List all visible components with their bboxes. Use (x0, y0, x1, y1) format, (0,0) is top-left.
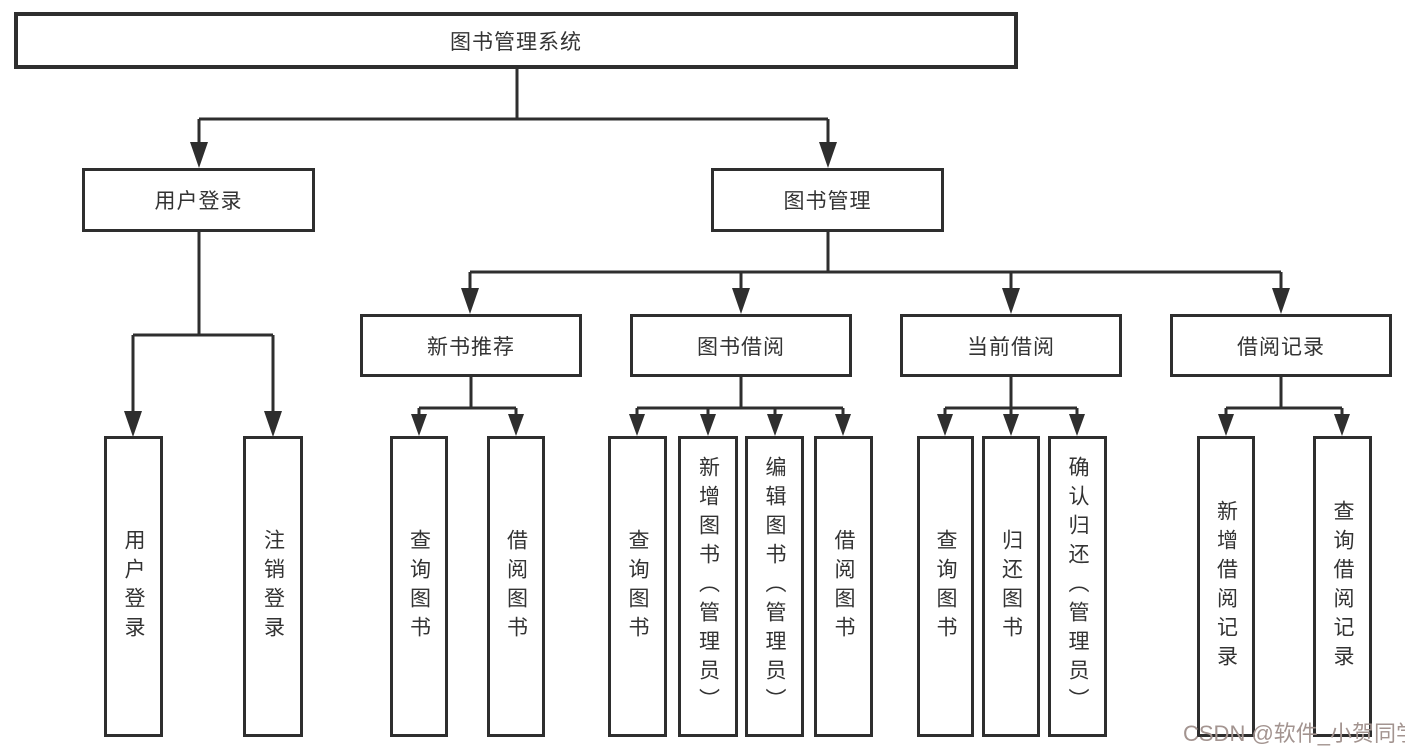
node-label: 确认归还（管理员） (1066, 456, 1089, 717)
node-label: 图书借阅 (697, 335, 785, 359)
leaf-return-books: 归还图书 (982, 436, 1040, 737)
node-book-management-branch: 图书管理 (711, 168, 944, 232)
node-label: 当前借阅 (967, 335, 1055, 359)
node-label: 新增借阅记录 (1214, 499, 1238, 674)
node-label: 查询图书 (626, 528, 649, 645)
leaf-user-login: 用户登录 (104, 436, 163, 737)
leaf-query-borrow-record: 查询借阅记录 (1313, 436, 1372, 737)
node-label: 图书管理 (783, 190, 872, 213)
leaf-recommend-query-books: 查询图书 (390, 436, 448, 737)
leaf-add-borrow-record: 新增借阅记录 (1197, 436, 1255, 737)
node-label: 新书推荐 (427, 335, 515, 359)
leaf-recommend-borrow-books: 借阅图书 (487, 436, 545, 737)
node-new-book-recommend: 新书推荐 (360, 314, 582, 377)
node-label: 编辑图书（管理员） (763, 456, 786, 717)
node-label: 借阅图书 (832, 528, 855, 645)
leaf-borrowing-query-books: 查询图书 (608, 436, 667, 737)
node-label: 查询图书 (934, 528, 957, 645)
arrowheads (124, 142, 1350, 437)
leaf-borrowing-borrow-books: 借阅图书 (814, 436, 873, 737)
node-user-login-branch: 用户登录 (82, 168, 315, 232)
leaf-current-query-books: 查询图书 (917, 436, 974, 737)
node-label: 借阅记录 (1237, 335, 1325, 359)
leaf-edit-books-admin: 编辑图书（管理员） (745, 436, 804, 737)
leaf-logout: 注销登录 (243, 436, 303, 737)
node-label: 查询图书 (407, 528, 431, 645)
leaf-add-books-admin: 新增图书（管理员） (678, 436, 738, 737)
connector-path (131, 68, 1344, 418)
node-label: 图书管理系统 (450, 30, 582, 54)
node-library-management-system: 图书管理系统 (14, 12, 1018, 69)
node-label: 用户登录 (122, 528, 145, 645)
node-borrowing-records: 借阅记录 (1170, 314, 1392, 377)
node-label: 新增图书（管理员） (696, 456, 720, 717)
node-label: 归还图书 (999, 528, 1023, 645)
node-current-borrowing: 当前借阅 (900, 314, 1122, 377)
node-book-borrowing: 图书借阅 (630, 314, 852, 377)
node-label: 注销登录 (261, 528, 285, 645)
node-label: 用户登录 (154, 190, 243, 213)
node-label: 借阅图书 (504, 528, 528, 645)
node-label: 查询借阅记录 (1331, 499, 1354, 674)
leaf-confirm-return-admin: 确认归还（管理员） (1048, 436, 1107, 737)
csdn-watermark: CSDN @软件_小贺同学 (1183, 721, 1405, 746)
